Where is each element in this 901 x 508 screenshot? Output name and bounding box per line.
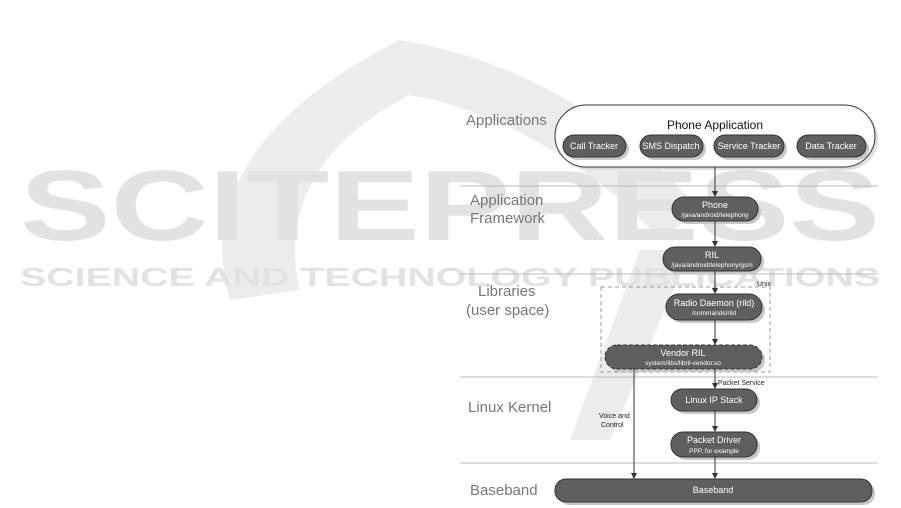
voice-label-line2: Control bbox=[601, 422, 624, 429]
call-tracker: Call Tracker bbox=[562, 134, 629, 160]
layer-applications: Applications bbox=[466, 112, 547, 129]
vendor-ril-node: Vendor RIL system/libs/libril-vendor.so bbox=[604, 344, 765, 372]
svg-text:Vendor RIL: Vendor RIL bbox=[660, 348, 705, 358]
sms-dispatch: SMS Dispatch bbox=[639, 134, 706, 160]
layer-libraries-line1: Libraries bbox=[478, 283, 536, 300]
service-tracker: Service Tracker bbox=[713, 134, 787, 160]
svg-text:Service Tracker: Service Tracker bbox=[718, 141, 781, 151]
svg-text:Radio Daemon (rild): Radio Daemon (rild) bbox=[674, 298, 755, 308]
linux-ip-stack-node: Linux IP Stack bbox=[670, 388, 760, 414]
svg-text:Packet Driver: Packet Driver bbox=[687, 435, 741, 445]
ril-node: RIL/java/android/telephony/gsm bbox=[662, 246, 764, 274]
voice-label-line1: Voice and bbox=[599, 413, 630, 420]
phone-application-box: Phone Application Call Tracker SMS Dispa… bbox=[554, 104, 878, 170]
watermark-logo-shape bbox=[222, 40, 700, 300]
svg-text:system/libs/libril-vendor.so: system/libs/libril-vendor.so bbox=[645, 360, 721, 367]
svg-text:/java/android/telephony: /java/android/telephony bbox=[681, 212, 749, 219]
watermark: SCITEPRESS SCIENCE AND TECHNOLOGY PUBLIC… bbox=[20, 40, 880, 440]
packet-service-label: Packet Service bbox=[718, 380, 765, 387]
radio-daemon-node: Radio Daemon (rild) /commands/rild bbox=[665, 293, 765, 323]
layer-kernel: Linux Kernel bbox=[468, 399, 551, 416]
layer-framework-line1: Application bbox=[470, 192, 543, 209]
layer-libraries-line2: (user space) bbox=[466, 302, 549, 319]
svg-text:RIL: RIL bbox=[705, 250, 719, 260]
svg-text:/java/android/telephony/gsm: /java/android/telephony/gsm bbox=[671, 262, 752, 269]
svg-text:Call Tracker: Call Tracker bbox=[570, 141, 618, 151]
svg-text:Data Tracker: Data Tracker bbox=[805, 141, 857, 151]
layer-framework-line2: Framework bbox=[470, 210, 546, 227]
svg-text:SMS Dispatch: SMS Dispatch bbox=[642, 141, 699, 151]
layer-baseband: Baseband bbox=[470, 482, 538, 499]
svg-text:PPP, for example: PPP, for example bbox=[689, 448, 739, 455]
unix-label: Unix bbox=[757, 281, 772, 288]
phone-application-title: Phone Application bbox=[667, 118, 763, 132]
flow-arrows bbox=[631, 167, 718, 479]
svg-text:Linux IP Stack: Linux IP Stack bbox=[685, 395, 743, 405]
data-tracker: Data Tracker bbox=[796, 134, 869, 160]
phone-node: Phone/java/android/telephony bbox=[671, 196, 761, 224]
svg-text:Phone: Phone bbox=[702, 200, 728, 210]
baseband-node: Baseband bbox=[554, 478, 875, 505]
svg-text:Baseband: Baseband bbox=[693, 485, 734, 495]
svg-text:/commands/rild: /commands/rild bbox=[692, 310, 736, 317]
